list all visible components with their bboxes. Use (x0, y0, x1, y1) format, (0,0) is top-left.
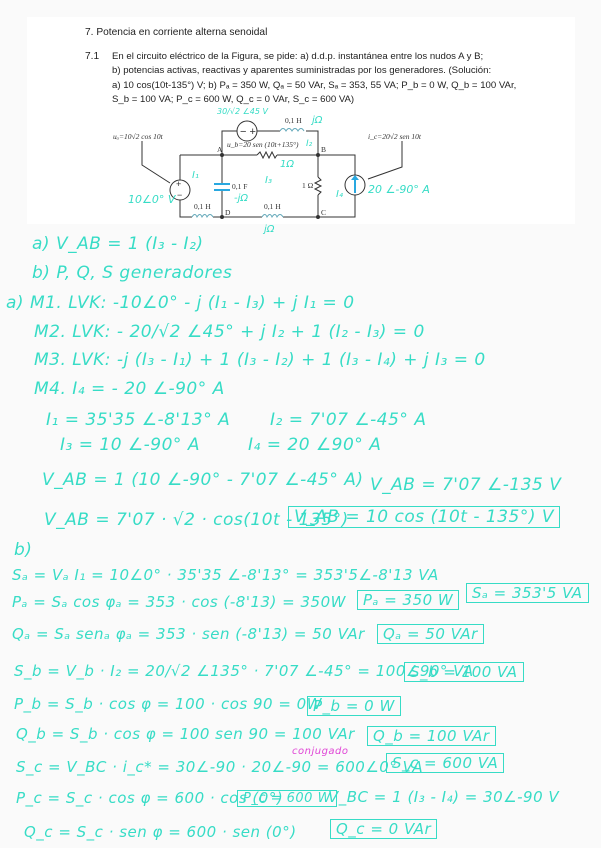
svg-text:0,1 H: 0,1 H (264, 202, 281, 211)
svg-text:I₁: I₁ (192, 170, 199, 181)
result-qc: Q_c = 0 VAr (330, 819, 438, 839)
note-i2: I₂ = 7'07 ∠-45° A (270, 410, 427, 430)
svg-text:u_b=20 sen (10t+135°): u_b=20 sen (10t+135°) (227, 140, 299, 149)
result-pa: Pₐ = 350 W (357, 590, 460, 610)
note-vab-phasor: V_AB = 7'07 ∠-135 V (370, 475, 562, 495)
note-vab-calc: V_AB = 1 (10 ∠-90° - 7'07 ∠-45° A) (42, 470, 364, 490)
svg-text:jΩ: jΩ (262, 224, 275, 235)
note-sa: Sₐ = Vₐ I₁ = 10∠0° · 35'35 ∠-8'13° = 353… (12, 566, 439, 584)
note-vab-time: V_AB = 7'07 · √2 · cos(10t - 135°) (44, 510, 349, 530)
result-sc: S_c = 600 VA (386, 753, 505, 773)
section-title: 7. Potencia en corriente alterna senoida… (85, 27, 268, 38)
svg-text:+: + (176, 179, 181, 189)
note-b-header: b) P, Q, S generadores (32, 263, 233, 283)
note-i3: I₃ = 10 ∠-90° A (60, 435, 200, 455)
svg-text:uₐ=10√2 cos 10t: uₐ=10√2 cos 10t (113, 132, 164, 141)
result-qb: Q_b = 100 VAr (367, 726, 496, 746)
svg-text:0,1 H: 0,1 H (194, 202, 211, 211)
svg-text:20 ∠-90° A: 20 ∠-90° A (368, 183, 430, 196)
textbook-page (27, 17, 575, 224)
note-i1: I₁ = 35'35 ∠-8'13° A (46, 410, 231, 430)
svg-text:jΩ: jΩ (310, 115, 323, 126)
note-qc: Q_c = S_c · sen φ = 600 · sen (0°) (24, 823, 297, 841)
svg-text:I₄: I₄ (336, 189, 343, 200)
svg-text:B: B (321, 145, 326, 154)
note-pb: P_b = S_b · cos φ = 100 · cos 90 = 0W (14, 695, 323, 713)
note-mesh-4: M4. I₄ = - 20 ∠-90° A (34, 379, 225, 399)
result-pc: P_c = 600 W (237, 790, 337, 807)
svg-text:A: A (217, 145, 223, 154)
note-qa: Qₐ = Sₐ senₐ φₐ = 353 · sen (-8'13) = 50… (12, 625, 365, 643)
svg-text:10∠0° V: 10∠0° V (128, 193, 177, 206)
circuit-diagram: − + + − A B C D 0,1 H 0,1 H 0,1 H 0,1 F 1 … (100, 105, 480, 235)
result-sb: S_b = 100 VA (404, 662, 524, 682)
note-sb: S_b = V_b · I₂ = 20/√2 ∠135° · 7'07 ∠-45… (14, 662, 474, 680)
svg-text:D: D (225, 208, 231, 217)
note-mesh-3: M3. LVK: -j (I₃ - I₁) + 1 (I₃ - I₂) + 1 … (34, 350, 486, 370)
result-qa: Qₐ = 50 VAr (377, 624, 484, 644)
problem-line-2: b) potencias activas, reactivas y aparen… (112, 65, 492, 76)
circuit-schematic: − + + − A B C D 0,1 H 0,1 H 0,1 H 0,1 F 1 … (113, 107, 430, 235)
svg-text:I₂: I₂ (306, 139, 313, 149)
svg-text:− +: − + (240, 126, 256, 138)
svg-text:30/√2 ∠45 V: 30/√2 ∠45 V (217, 107, 269, 116)
note-b-label: b) (14, 540, 33, 560)
note-conjugado: conjugado (292, 746, 349, 757)
result-sa: Sₐ = 353'5 VA (466, 583, 589, 603)
svg-text:C: C (321, 208, 326, 217)
note-sc: S_c = V_BC · i_c* = 30∠-90 · 20∠-90 = 60… (16, 758, 424, 776)
problem-line-4: S_b = 100 VA; P_c = 600 W, Q_c = 0 VAr, … (112, 94, 355, 105)
note-pc: P_c = S_c · cos φ = 600 · cos (0°) (16, 789, 284, 807)
svg-text:1Ω: 1Ω (280, 159, 294, 170)
svg-text:-jΩ: -jΩ (234, 193, 248, 204)
problem-number: 7.1 (85, 51, 100, 62)
problem-line-3: a) 10 cos(10t-135°) V; b) Pₐ = 350 W, Qₐ… (112, 80, 517, 91)
svg-text:0,1 H: 0,1 H (285, 116, 302, 125)
note-a-header: a) V_AB = 1 (I₃ - I₂) (32, 234, 204, 254)
note-mesh-1: a) M1. LVK: -10∠0° - j (I₁ - I₃) + j I₁ … (6, 293, 355, 313)
svg-text:−: − (177, 190, 182, 200)
note-i4: I₄ = 20 ∠90° A (248, 435, 382, 455)
problem-line-1: En el circuito eléctrico de la Figura, s… (112, 51, 484, 62)
note-pa: Pₐ = Sₐ cos φₐ = 353 · cos (-8'13) = 350… (12, 593, 346, 611)
svg-text:0,1 F: 0,1 F (232, 182, 247, 191)
svg-text:i_c=20√2 sen 10t: i_c=20√2 sen 10t (368, 132, 422, 141)
note-qb: Q_b = S_b · cos φ = 100 sen 90 = 100 VAr (16, 725, 355, 743)
note-vbc: V_BC = 1 (I₃ - I₄) = 30∠-90 V (328, 788, 560, 806)
result-vab: V_AB = 10 cos (10t - 135°) V (288, 506, 561, 528)
note-mesh-2: M2. LVK: - 20/√2 ∠45° + j I₂ + 1 (I₂ - I… (34, 322, 425, 342)
svg-text:1 Ω: 1 Ω (302, 181, 314, 190)
svg-text:I₃: I₃ (265, 175, 272, 186)
result-pb: P_b = 0 W (307, 696, 401, 716)
